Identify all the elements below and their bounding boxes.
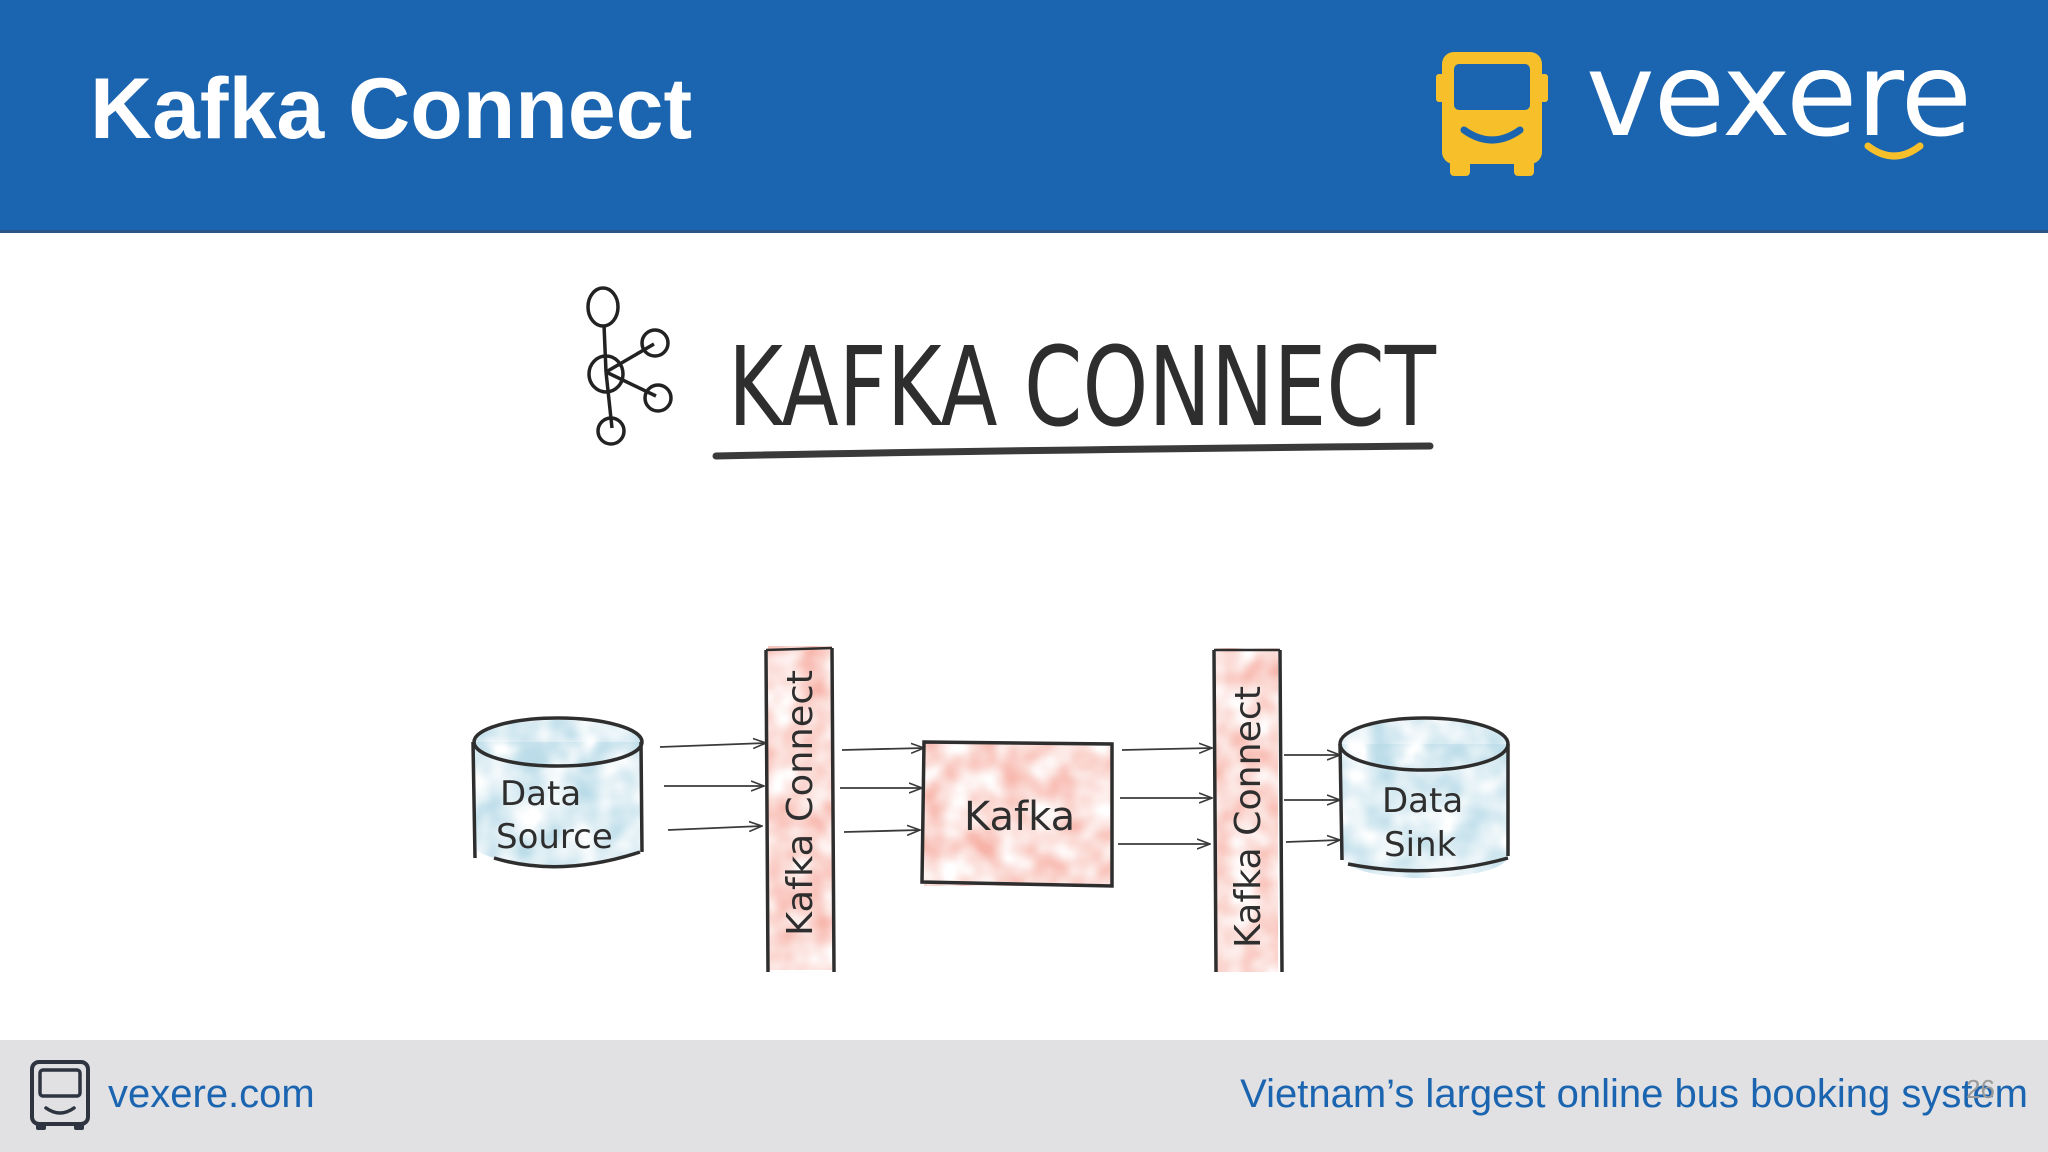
header-divider xyxy=(0,230,2048,233)
data-sink-label-line2: Sink xyxy=(1384,825,1457,865)
footer-tagline: Vietnam’s largest online bus booking sys… xyxy=(1240,1072,2028,1116)
title-underline xyxy=(712,442,1434,460)
kafka-network-icon xyxy=(586,286,673,446)
arrows-connect-to-kafka xyxy=(840,748,924,832)
kafka-connect-sink-node: Kafka Connect xyxy=(1212,648,1284,973)
data-source-label-line1: Data xyxy=(500,774,581,814)
kafka-node: Kafka xyxy=(920,740,1114,888)
footer-website-link[interactable]: vexere.com xyxy=(108,1072,315,1116)
bus-icon xyxy=(1436,52,1548,176)
data-source-node: Data Source xyxy=(471,716,644,869)
data-source-label-line2: Source xyxy=(496,817,613,857)
kafka-connect-source-node: Kafka Connect xyxy=(764,646,836,973)
arrows-kafka-to-connect xyxy=(1118,748,1212,844)
bus-outline-icon xyxy=(30,1060,90,1130)
kafka-connect-source-label: Kafka Connect xyxy=(780,670,821,936)
data-sink-node: Data Sink xyxy=(1338,716,1510,878)
kafka-connect-diagram: KAFKA CONNECT Data Source Kafka Connect … xyxy=(471,286,1510,973)
data-sink-label-line1: Data xyxy=(1382,781,1463,821)
kafka-connect-sink-label: Kafka Connect xyxy=(1228,686,1269,948)
header-bar: Kafka Connect vexere xyxy=(0,0,2048,230)
diagram-title: KAFKA CONNECT xyxy=(728,323,1437,451)
slide-title: Kafka Connect xyxy=(90,61,693,157)
arrows-connect-to-sink xyxy=(1284,755,1340,842)
logo-smile-icon xyxy=(1864,142,1924,160)
arrows-source-to-connect xyxy=(659,743,766,830)
footer-bar: vexere.com Vietnam’s largest online bus … xyxy=(0,1040,2048,1152)
page-number: 26 xyxy=(1966,1074,1995,1104)
logo-wordmark: vexere xyxy=(1586,28,1972,163)
kafka-label: Kafka xyxy=(964,794,1075,840)
